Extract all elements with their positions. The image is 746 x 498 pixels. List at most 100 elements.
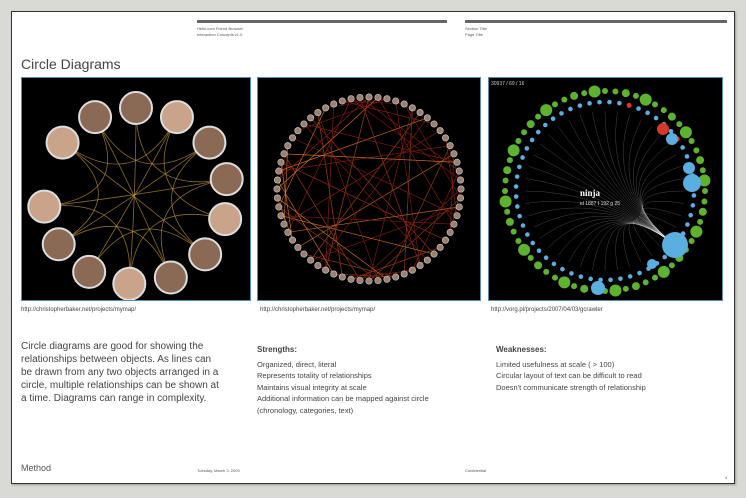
relationship-line bbox=[280, 215, 455, 225]
node-outer bbox=[521, 129, 528, 136]
document-version: Interaction Concepts v1.0 bbox=[197, 32, 243, 37]
node-inner bbox=[645, 110, 650, 116]
edge-line bbox=[623, 114, 676, 246]
relationship-line bbox=[160, 178, 227, 278]
node-inner bbox=[542, 122, 548, 128]
node-inner bbox=[529, 137, 535, 143]
relationship-line bbox=[88, 228, 206, 273]
node bbox=[457, 194, 465, 202]
node bbox=[365, 277, 373, 285]
node-inner bbox=[569, 271, 574, 276]
relationship-line bbox=[297, 153, 455, 248]
node-outer bbox=[526, 120, 535, 129]
node-outer bbox=[698, 207, 707, 216]
relationship-line bbox=[377, 97, 455, 225]
node-outer bbox=[612, 88, 619, 95]
image-source-link[interactable]: http://christopherbaker.net/projects/mym… bbox=[260, 307, 376, 313]
node-inner bbox=[626, 102, 632, 108]
relationship-line bbox=[44, 116, 109, 208]
relationship-line bbox=[310, 103, 334, 119]
list-item: Limited usefulness at scale ( > 100) bbox=[496, 359, 615, 369]
node-outer bbox=[631, 282, 640, 291]
node bbox=[374, 93, 382, 101]
edge-line bbox=[533, 212, 676, 246]
node-outer bbox=[652, 101, 658, 108]
node bbox=[280, 150, 288, 158]
node bbox=[347, 95, 355, 103]
node-outer bbox=[506, 157, 513, 164]
node bbox=[383, 275, 391, 283]
edge-line bbox=[557, 220, 676, 256]
weaknesses-heading: Weaknesses: bbox=[496, 345, 547, 354]
edge-line bbox=[604, 223, 676, 272]
node-outer bbox=[642, 279, 649, 286]
edge-line bbox=[623, 222, 676, 268]
node bbox=[284, 228, 292, 236]
relationship-line bbox=[303, 123, 458, 163]
node-inner bbox=[543, 255, 549, 261]
relationship-line bbox=[297, 98, 388, 131]
edge-line bbox=[638, 143, 676, 246]
edge-line bbox=[540, 143, 676, 246]
node-outer bbox=[699, 167, 706, 174]
relationship-line bbox=[395, 100, 421, 113]
relationship-line bbox=[94, 116, 210, 165]
node bbox=[430, 120, 438, 128]
node bbox=[423, 256, 431, 264]
edge-line bbox=[642, 178, 685, 246]
node-outer bbox=[515, 238, 522, 244]
edge-line bbox=[568, 221, 676, 263]
node bbox=[294, 127, 302, 135]
node bbox=[289, 134, 297, 142]
relationship-line bbox=[283, 130, 441, 225]
node-outer bbox=[534, 261, 543, 270]
node-inner bbox=[617, 100, 622, 106]
edge-line bbox=[580, 114, 676, 246]
image-source-link[interactable]: http://christopherbaker.net/projects/mym… bbox=[21, 307, 137, 313]
edge-line bbox=[640, 154, 677, 246]
node bbox=[450, 220, 458, 228]
node-inner bbox=[685, 222, 690, 227]
node bbox=[457, 185, 465, 193]
node-outer bbox=[702, 188, 708, 194]
image-source-link[interactable]: http://vorg.pl/projects/2007/04/03/gcraw… bbox=[491, 307, 603, 313]
document-page: Hello.com Friend Browser Interaction Con… bbox=[11, 11, 735, 484]
node-outer bbox=[609, 284, 622, 297]
list-item: Organized, direct, literal bbox=[257, 359, 337, 369]
node-outer bbox=[504, 208, 511, 215]
relationship-line bbox=[277, 179, 335, 275]
node bbox=[400, 100, 408, 108]
portrait-node bbox=[153, 260, 188, 295]
portrait-node bbox=[27, 189, 62, 224]
node-outer bbox=[502, 177, 509, 184]
relationship-line bbox=[310, 206, 460, 261]
node-large bbox=[591, 281, 605, 295]
node-inner bbox=[608, 277, 613, 283]
relationship-line bbox=[342, 100, 435, 125]
edge-line bbox=[636, 134, 676, 246]
edge-line bbox=[615, 111, 676, 246]
node-large bbox=[647, 259, 657, 269]
relationship-line bbox=[292, 137, 458, 216]
section-title: Section Title bbox=[465, 26, 487, 31]
node-inner bbox=[618, 276, 623, 281]
relationship-line bbox=[350, 247, 441, 280]
node-outer bbox=[697, 218, 704, 225]
diagram-image-gcrawler: 30937 / 69 / 16 ninja id 1887 f 192 g 25 bbox=[488, 77, 723, 301]
node-outer bbox=[502, 188, 508, 194]
node-inner bbox=[587, 101, 592, 106]
node-outer bbox=[690, 225, 703, 238]
node-outer bbox=[639, 93, 652, 106]
node bbox=[441, 236, 449, 244]
node bbox=[314, 109, 322, 117]
list-item: Maintains visual integrity at scale bbox=[257, 382, 367, 392]
footer-section: Method bbox=[21, 463, 52, 473]
edge-line bbox=[525, 178, 676, 246]
node-outer bbox=[679, 126, 692, 139]
node-large bbox=[683, 162, 695, 174]
node bbox=[275, 203, 283, 211]
node-inner bbox=[598, 277, 603, 283]
portrait-node bbox=[209, 162, 244, 197]
node-inner bbox=[525, 232, 530, 237]
strengths-heading: Strengths: bbox=[257, 345, 297, 354]
